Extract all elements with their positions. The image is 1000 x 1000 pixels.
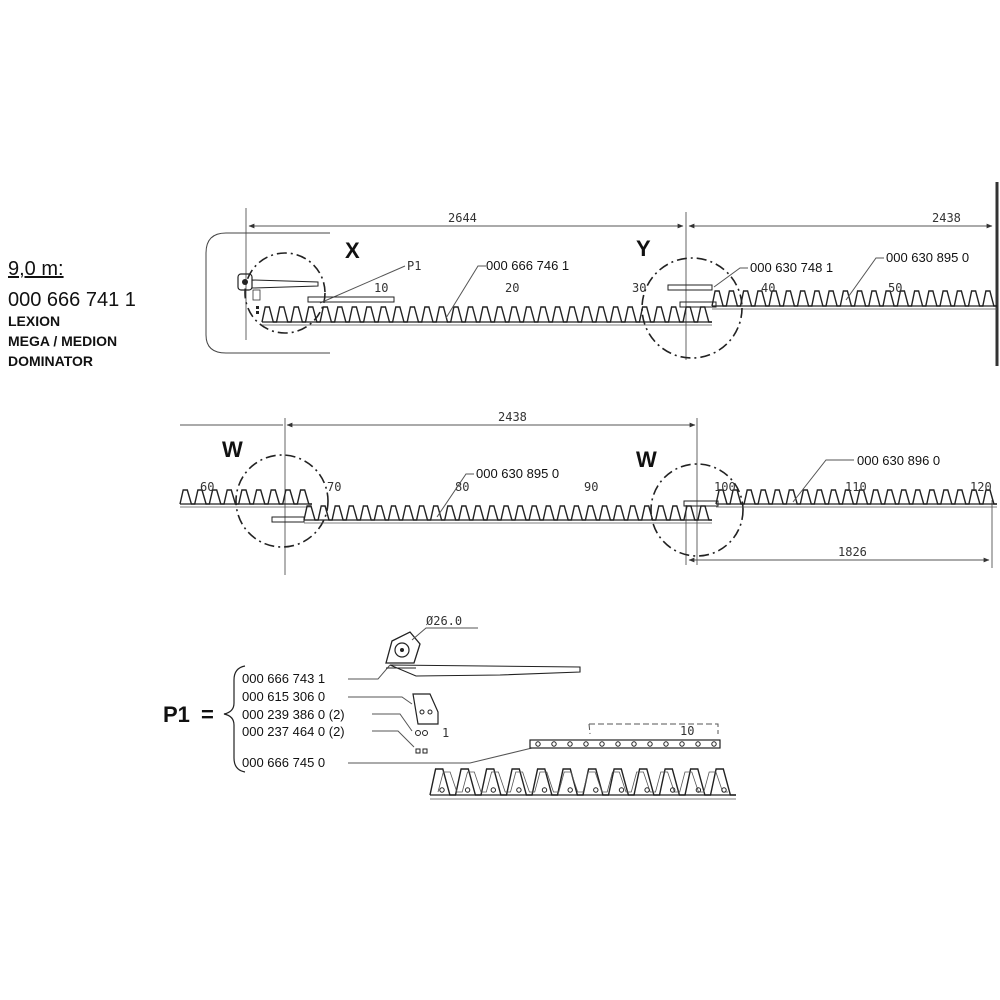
callout-leader-row1-b: [713, 267, 748, 288]
p1-detail-marker: P1: [163, 702, 190, 727]
callout-leader-row2-a: [436, 473, 474, 518]
rivet-hole: [439, 787, 445, 793]
rivet-hole: [583, 741, 589, 747]
rivet-hole: [516, 787, 522, 793]
rivet-hole: [631, 741, 637, 747]
rivet-hole: [593, 787, 599, 793]
rivet-hole: [670, 787, 676, 793]
detail-circle-w-left: [235, 454, 329, 548]
callout-000-630-896-0: 000 630 896 0: [857, 453, 940, 468]
cutter-part-number: 000 666 741 1: [8, 289, 136, 311]
rivet-hole: [721, 787, 727, 793]
callout-leader-row1-c: [845, 257, 884, 301]
tooth-count-10: 10: [374, 281, 388, 295]
model-mega-medion: MEGA / MEDION: [8, 333, 118, 349]
knife-section-row2-right: [715, 489, 997, 508]
p1-part-1: 000 666 743 1: [242, 671, 325, 686]
tooth-count-60: 60: [200, 480, 214, 494]
p1-part-5: 000 666 745 0: [242, 755, 325, 770]
callout-leader-row1-a: [445, 265, 486, 319]
rivet-hole: [541, 787, 548, 793]
knife-section-row2-left: [179, 489, 312, 508]
knife-back-bar-w-right: [683, 500, 719, 507]
rivet-hole: [535, 741, 541, 747]
detail-marker-w-left: W: [222, 437, 243, 462]
diameter-leader: [411, 627, 478, 641]
knife-back-bar-y-lower: [679, 301, 717, 308]
dimension-2438-top: 2438: [932, 211, 961, 225]
p1-part-4: 000 237 464 0 (2): [242, 724, 345, 739]
callout-000-630-895-0-middle: 000 630 895 0: [476, 466, 559, 481]
tooth-count-80: 80: [455, 480, 469, 494]
tooth-count-20: 20: [505, 281, 519, 295]
knife-section-row1-main: [261, 306, 712, 326]
detail-bracket-x: [205, 232, 330, 354]
rivet-hole: [647, 741, 653, 747]
model-dominator: DOMINATOR: [8, 353, 94, 369]
rivet-hole: [695, 787, 702, 793]
dimension-1826: 1826: [838, 545, 867, 559]
detail-marker-w-right: W: [636, 447, 657, 472]
p1-tooth-count-10: 10: [680, 724, 694, 738]
detail-circle-w-right: [650, 463, 744, 557]
detail-marker-x: X: [345, 238, 360, 263]
p1-part-2: 000 615 306 0: [242, 689, 325, 704]
model-lexion: LEXION: [8, 313, 61, 329]
callout-leader-row2-b: [792, 459, 854, 503]
detail-circle-y: [641, 257, 743, 359]
tooth-count-70: 70: [327, 480, 341, 494]
rivet-hole: [711, 741, 717, 747]
tooth-count-120: 120: [970, 480, 992, 494]
tooth-count-40: 40: [761, 281, 775, 295]
rivet-hole: [464, 787, 471, 793]
rivet-hole: [618, 787, 625, 793]
knife-back-bar-w-left: [271, 516, 305, 523]
tooth-count-100: 100: [714, 480, 736, 494]
p1-reference-label: P1: [407, 259, 421, 273]
rivet-hole: [567, 787, 573, 793]
p1-fasteners: [415, 730, 428, 754]
callout-000-630-895-0-top: 000 630 895 0: [886, 250, 969, 265]
rivet-hole: [663, 741, 669, 747]
callout-000-666-746-1: 000 666 746 1: [486, 258, 569, 273]
cutter-width-label: 9,0 m:: [8, 258, 64, 280]
tooth-count-90: 90: [584, 480, 598, 494]
rivet-hole: [615, 741, 621, 747]
p1-part-leaders: [348, 664, 533, 764]
rivet-hole: [695, 741, 701, 747]
p1-tooth-count-1: 1: [442, 726, 449, 740]
rivet-hole: [644, 787, 650, 793]
rivet-hole: [567, 741, 573, 747]
rivet-hole: [599, 741, 605, 747]
p1-knife-section: [429, 768, 736, 800]
row1-dimension-lines: [245, 208, 993, 360]
knife-head-left: [237, 273, 319, 314]
diameter-label: Ø26.0: [426, 614, 462, 628]
rivet-hole: [551, 741, 557, 747]
p1-knife-back-bar: [529, 739, 721, 749]
detail-circle-x: [244, 252, 326, 334]
callout-000-630-748-1: 000 630 748 1: [750, 260, 833, 275]
knife-back-bar-y-upper: [667, 284, 713, 291]
dimension-2438-middle: 2438: [498, 410, 527, 424]
row2-dimension-lines: [180, 418, 993, 575]
p1-equals-sign: =: [201, 702, 214, 727]
knife-section-row2-main: [303, 505, 712, 524]
detail-marker-y: Y: [636, 236, 651, 261]
tooth-count-50: 50: [888, 281, 902, 295]
p1-knife-head: [385, 631, 581, 677]
p1-group-brace: [223, 665, 246, 773]
tooth-count-110: 110: [845, 480, 867, 494]
tooth-count-30: 30: [632, 281, 646, 295]
rivet-hole: [490, 787, 496, 793]
knife-back-bar-1: [307, 296, 395, 303]
knife-section-row1-right: [711, 290, 997, 310]
rivet-hole: [679, 741, 685, 747]
p1-part-3: 000 239 386 0 (2): [242, 707, 345, 722]
dimension-2644: 2644: [448, 211, 477, 225]
p1-count-bracket: [588, 723, 719, 735]
p1-bracket-plate: [412, 693, 439, 725]
